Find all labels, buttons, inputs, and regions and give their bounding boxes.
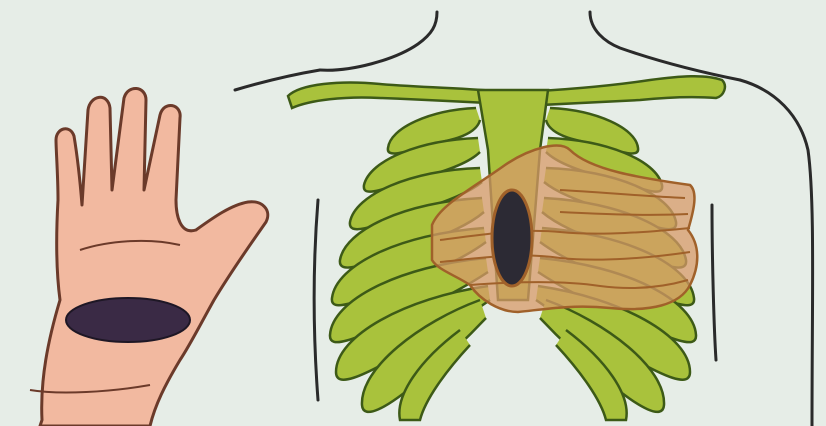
sternum-marker-icon [492,190,532,286]
neck-right-line [590,12,740,80]
side-left-line [314,200,318,400]
hand-shape [40,88,268,426]
neck-left-line [320,12,437,70]
hand-icon [30,88,268,426]
clavicle-right [520,76,725,106]
shoulder-right-line [740,80,813,426]
side-right-line [712,205,716,360]
clavicle-left [288,83,505,109]
palm-marker-icon [66,298,190,342]
